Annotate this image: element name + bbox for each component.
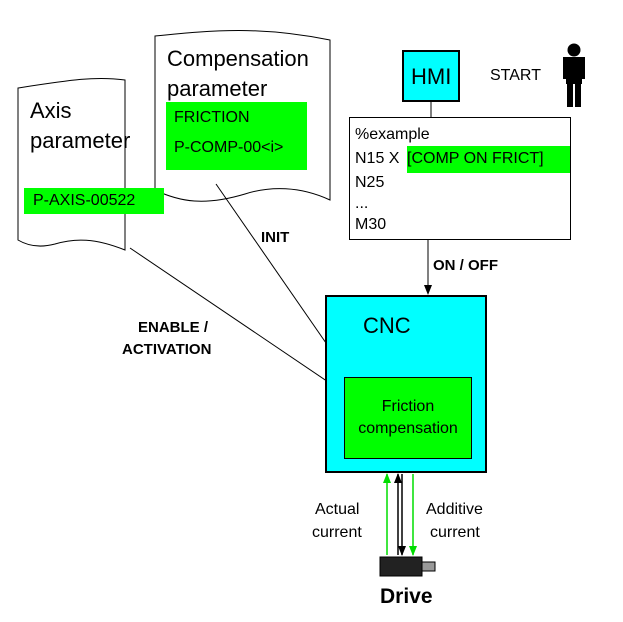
compensation-parameter-value-highlight: FRICTION P-COMP-00<i> <box>166 102 307 170</box>
program-line-2-prefix: N15 X <box>355 150 400 167</box>
enable-label-line1: ENABLE / <box>138 319 209 336</box>
nc-program-box: %example N15 X [COMP ON FRICT] N25 ... M… <box>349 117 571 240</box>
compensation-parameter-value-line2: P-COMP-00<i> <box>174 139 284 156</box>
additive-current-label-line2: current <box>430 524 480 541</box>
friction-compensation-line2: compensation <box>358 420 458 437</box>
axis-parameter-value-highlight: P-AXIS-00522 <box>24 188 164 214</box>
init-label: INIT <box>261 229 290 246</box>
axis-parameter-value: P-AXIS-00522 <box>33 192 136 209</box>
on-off-label: ON / OFF <box>433 257 498 274</box>
program-line-3: N25 <box>355 174 385 191</box>
friction-compensation-box: Friction compensation <box>344 377 472 459</box>
enable-label-line2: ACTIVATION <box>122 341 212 358</box>
compensation-parameter-title-line2: parameter <box>167 76 268 101</box>
cnc-label: CNC <box>363 313 411 338</box>
additive-current-label-line1: Additive <box>426 501 483 518</box>
drive-label: Drive <box>380 585 433 608</box>
init-arrow <box>215 183 345 370</box>
actual-current-label-line2: current <box>312 524 362 541</box>
program-line-5: M30 <box>355 216 387 233</box>
person-icon <box>563 43 585 107</box>
drive-motor-icon <box>379 556 436 577</box>
compensation-parameter-value-line1: FRICTION <box>174 109 250 126</box>
start-label: START <box>490 67 541 84</box>
program-line-2-command: [COMP ON FRICT] <box>407 150 544 167</box>
hmi-label: HMI <box>411 64 452 89</box>
program-line-4: ... <box>355 195 369 212</box>
program-line-1: %example <box>355 126 430 143</box>
axis-parameter-title-line1: Axis <box>30 98 72 123</box>
friction-compensation-line1: Friction <box>381 398 435 415</box>
compensation-parameter-title-line1: Compensation <box>167 46 309 71</box>
hmi-box: HMI <box>402 50 460 102</box>
axis-parameter-title-line2: parameter <box>30 128 131 153</box>
program-line-2-highlight: [COMP ON FRICT] <box>407 146 570 173</box>
actual-current-label-line1: Actual <box>315 501 360 518</box>
enable-activation-arrow <box>129 247 344 393</box>
